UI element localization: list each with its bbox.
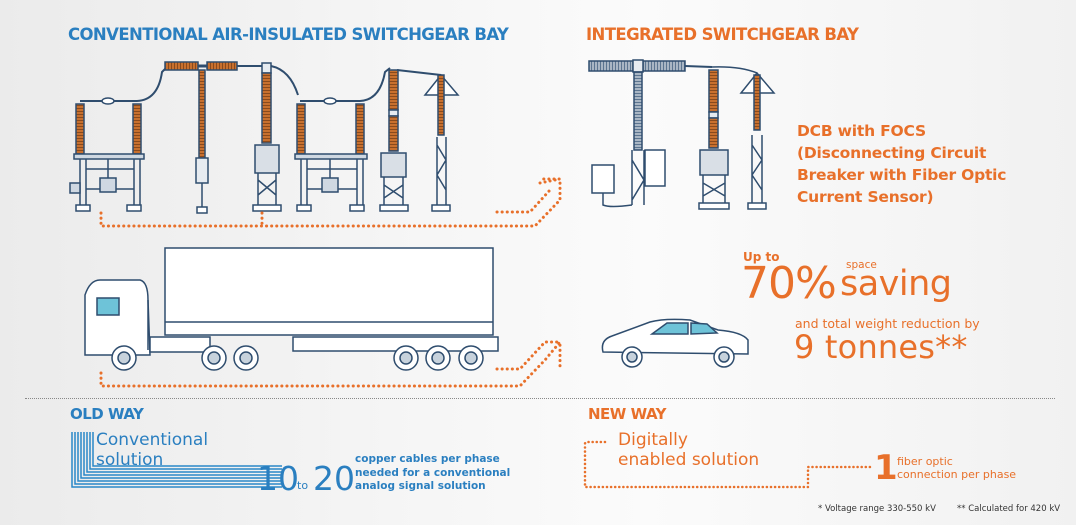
tonnes-value: 9 tonnes**	[794, 328, 968, 366]
fiber-description: fiber optic connection per phase	[897, 455, 1016, 481]
dcb-line1: DCB with FOCS	[797, 122, 926, 140]
saving-percent: 70%	[741, 258, 837, 309]
integrated-heading: INTEGRATED SWITCHGEAR BAY	[586, 25, 859, 44]
fiber-optic-dotted-line	[583, 440, 874, 489]
weight-reduction-text: and total weight reduction by	[795, 316, 980, 331]
digital-solution-label: Digitally enabled solution	[618, 430, 759, 470]
cables-desc-line2: needed for a conventional	[355, 466, 511, 479]
cables-to: 20	[313, 459, 355, 498]
footnote-calculated: ** Calculated for 420 kV	[957, 504, 1061, 514]
dcb-line2: (Disconnecting Circuit	[797, 144, 987, 162]
fiber-desc-line2: connection per phase	[897, 468, 1017, 481]
fiber-desc-line1: fiber optic	[897, 455, 953, 468]
dcb-label: DCB with FOCS (Disconnecting Circuit Bre…	[797, 120, 1006, 208]
old-way-title: OLD WAY	[70, 405, 144, 423]
integrated-switchgear-illustration	[588, 59, 776, 210]
solution-line2: solution	[96, 450, 164, 470]
copper-cables-lines	[71, 432, 282, 488]
cables-desc-line3: analog signal solution	[355, 480, 486, 492]
car-illustration	[601, 318, 749, 368]
digital-line2: enabled solution	[618, 450, 760, 470]
space-label: space	[846, 259, 877, 271]
dcb-line4: Current Sensor)	[797, 188, 934, 206]
new-way-title: NEW WAY	[588, 405, 666, 423]
up-to-label: Up to	[743, 250, 780, 264]
dotted-arrow-top	[99, 177, 562, 228]
truck-illustration	[84, 247, 499, 371]
fiber-count: 1	[874, 448, 898, 488]
to-label: to	[297, 479, 309, 492]
cables-from: 10	[257, 459, 299, 498]
digital-line1: Digitally	[618, 430, 688, 450]
cables-desc-line1: copper cables per phase	[355, 453, 500, 465]
cables-description: copper cables per phase needed for a con…	[355, 453, 510, 494]
dotted-arrow-bottom	[99, 337, 562, 388]
footnote-voltage: * Voltage range 330-550 kV	[818, 504, 936, 514]
conventional-heading: CONVENTIONAL AIR-INSULATED SWITCHGEAR BA…	[68, 25, 509, 44]
section-divider	[25, 398, 1055, 399]
dcb-line3: Breaker with Fiber Optic	[797, 166, 1007, 184]
conventional-solution-label: Conventional solution	[96, 430, 208, 470]
saving-label: saving	[840, 264, 952, 304]
solution-line1: Conventional	[96, 430, 209, 450]
